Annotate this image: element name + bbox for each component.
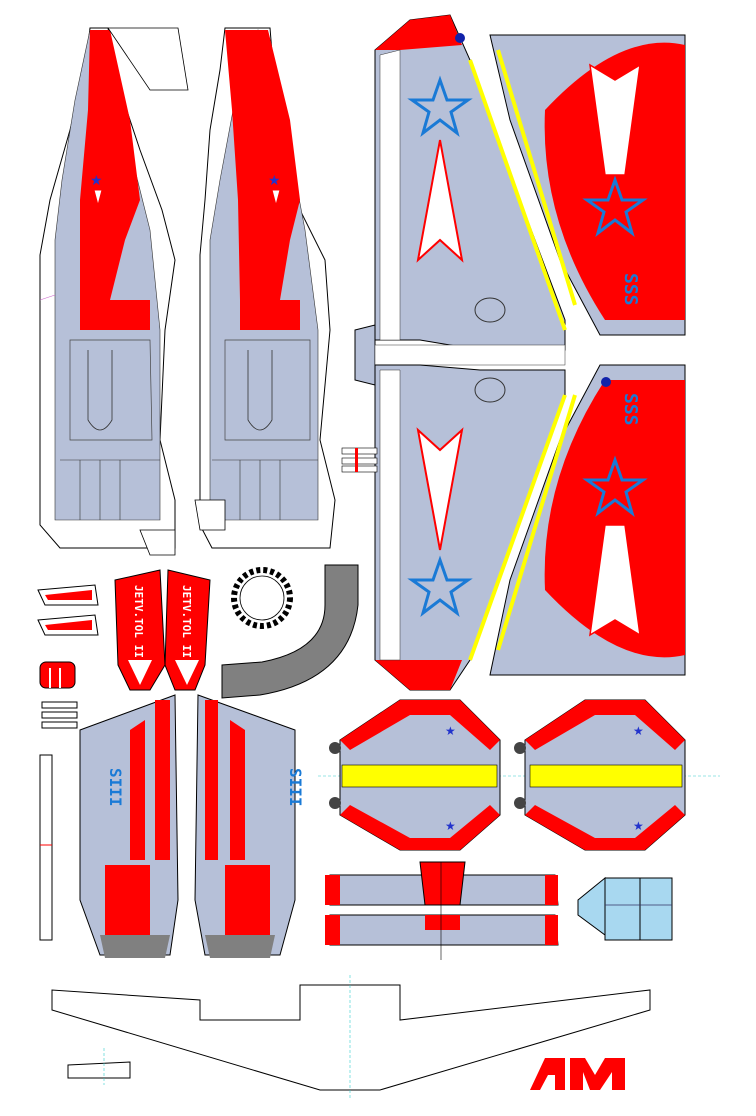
outer-wing-panel-lower: SSS xyxy=(489,364,686,676)
star-insignia-icon xyxy=(582,455,648,517)
fin-left: JETV.TOL II xyxy=(114,569,166,691)
star-insignia-icon xyxy=(407,555,473,617)
fin-text-right: JETV.TOL II xyxy=(180,585,193,658)
am-logo: AM xyxy=(0,0,625,1090)
star-insignia-icon xyxy=(582,175,648,237)
outer-wing-panel-upper: SSS xyxy=(489,34,686,336)
star-roundel-icon: ★ xyxy=(633,819,644,833)
wing-code-1: SSS xyxy=(620,273,641,306)
tail-panel-left: ★ ★ xyxy=(318,699,720,851)
main-wing-top xyxy=(354,14,567,386)
fuselage-half-left: ★ xyxy=(39,27,189,556)
horizontal-stabilizer xyxy=(325,861,559,960)
nacelle-left: SIII xyxy=(79,694,179,958)
star-roundel-icon: ★ xyxy=(445,819,456,833)
star-insignia-icon xyxy=(407,75,473,137)
small-tabs-mid xyxy=(341,447,378,473)
fin-right: JETV.TOL II xyxy=(164,569,211,691)
exhaust-ring xyxy=(231,567,293,629)
nacelle-code-left: SIII xyxy=(106,768,125,807)
tail-panel-right: ★ ★ xyxy=(514,699,686,851)
logo-text: AM xyxy=(0,0,2,1)
fin-text-left: JETV.TOL II xyxy=(132,585,145,658)
small-parts-left xyxy=(37,584,99,941)
star-roundel-icon: ★ xyxy=(445,724,456,738)
wing-spar-outline xyxy=(51,975,651,1100)
fuselage-half-right: ★ xyxy=(194,27,336,549)
star-roundel-icon: ★ xyxy=(90,172,103,188)
gray-arc-strip xyxy=(221,564,359,699)
nacelle-code-right: SIII xyxy=(286,768,305,807)
nacelle-right: SIII xyxy=(194,694,305,958)
star-roundel-icon: ★ xyxy=(268,172,281,188)
star-roundel-icon: ★ xyxy=(633,724,644,738)
main-wing-bottom xyxy=(374,364,567,691)
canopy xyxy=(577,876,673,941)
wing-code-2: SSS xyxy=(620,393,641,426)
